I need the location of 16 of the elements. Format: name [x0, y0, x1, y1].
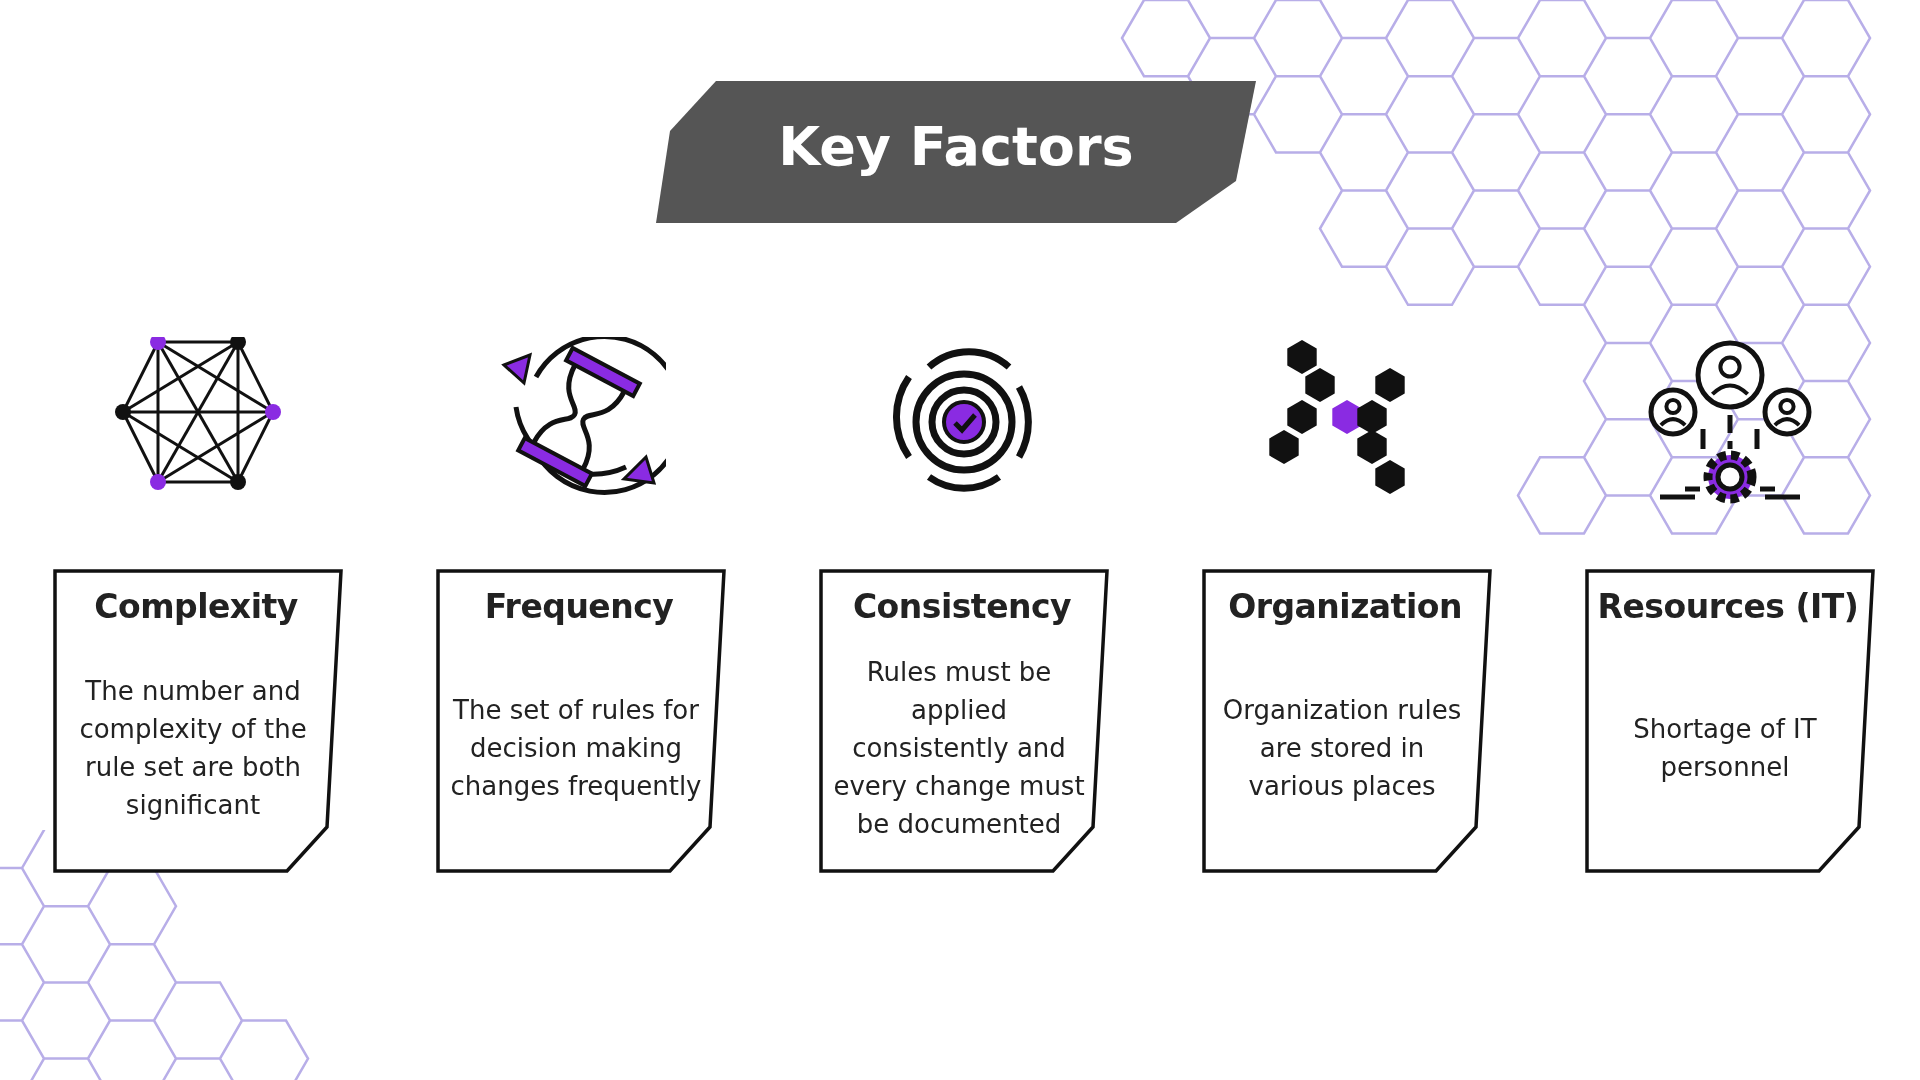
- note-card: [1585, 569, 1875, 873]
- note-card: [819, 569, 1109, 873]
- note-card: [53, 569, 343, 873]
- card-heading: Frequency: [483, 587, 675, 626]
- note-card: [436, 569, 726, 873]
- card-description: Organization rules are stored in various places: [1221, 694, 1463, 803]
- card-description: The set of rules for decision making changes frequently: [450, 694, 702, 803]
- card-heading: Consistency: [851, 587, 1073, 626]
- card-description: The number and complexity of the rule set are both significant: [78, 675, 308, 822]
- card-heading: Complexity: [93, 587, 299, 626]
- note-card: [1202, 569, 1492, 873]
- card-heading: Organization: [1227, 587, 1463, 626]
- title: Key Factors: [777, 115, 1135, 178]
- card-description: Rules must be applied consistently and every change must be documented: [833, 656, 1085, 841]
- card-heading: Resources (IT): [1596, 587, 1860, 626]
- card-description: Shortage of IT personnel: [1632, 713, 1818, 784]
